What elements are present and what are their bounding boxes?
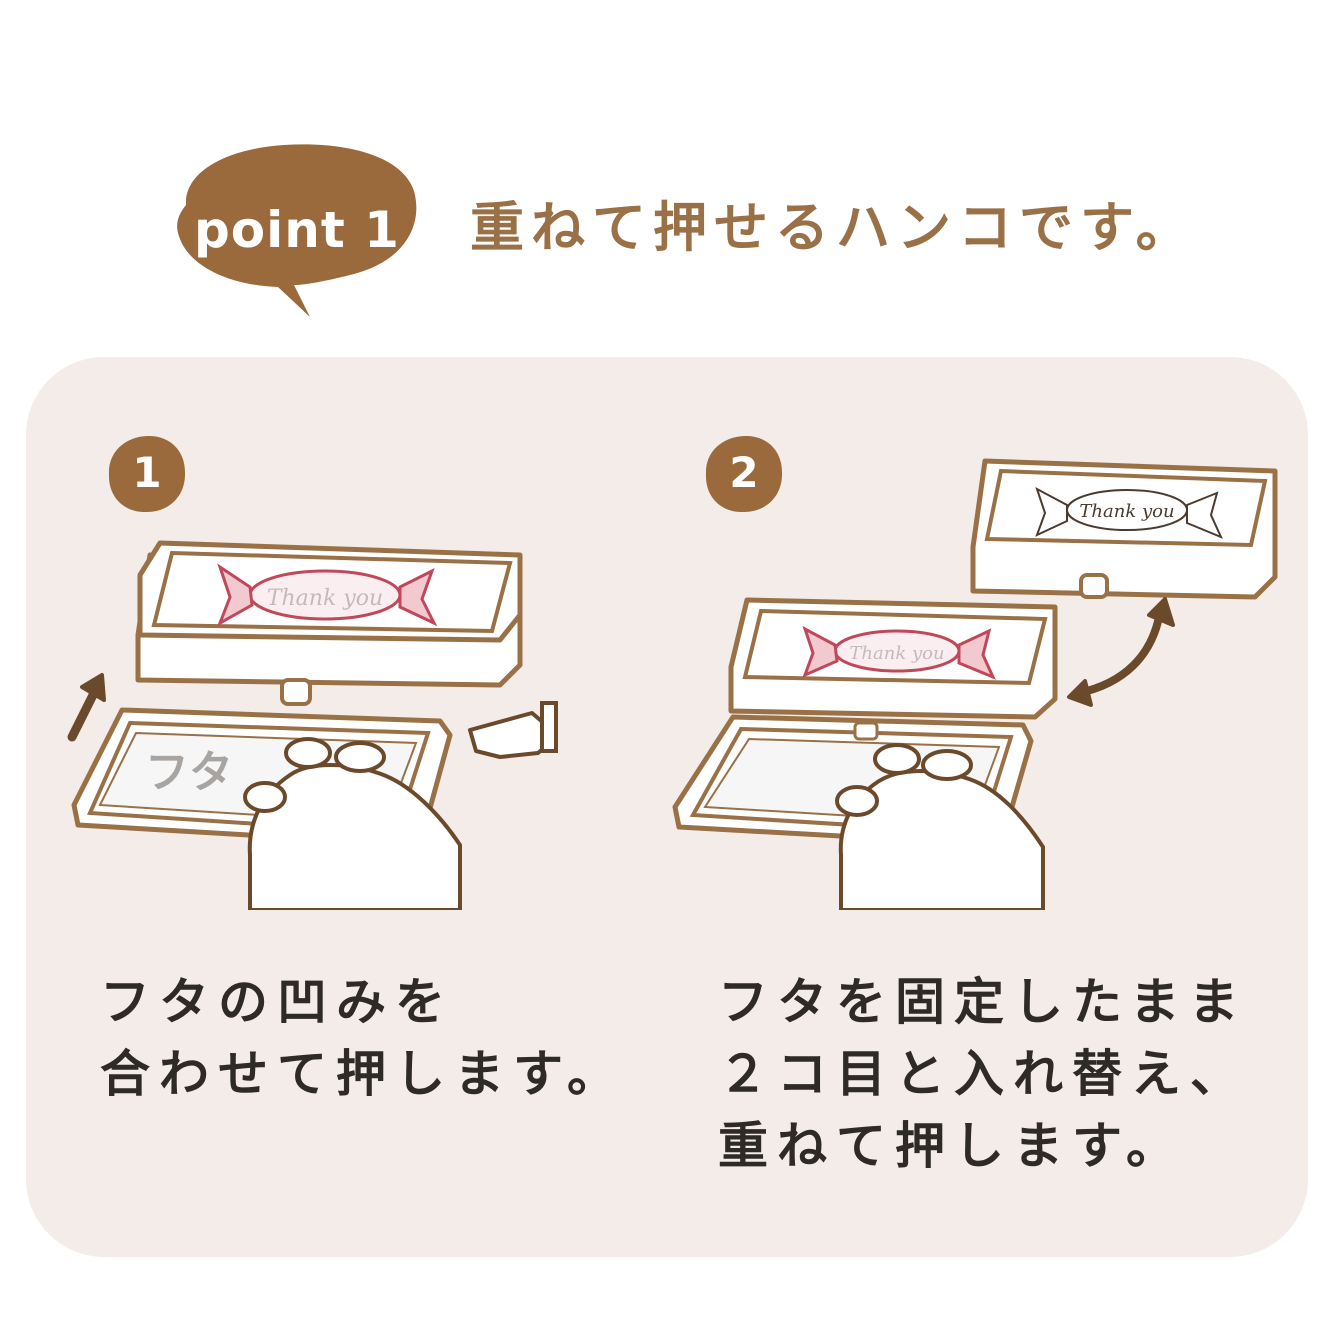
second-stamp: Thank you [970, 458, 1278, 600]
blob-icon [705, 435, 783, 513]
swap-arrow-icon [1067, 597, 1175, 707]
caption-line: 重ねて押します。 [718, 1117, 1185, 1175]
up-arrow-icon [67, 673, 106, 742]
step-1-illustration: Thank you フタ [67, 540, 558, 910]
pointing-finger-icon [468, 701, 558, 759]
step-2-badge: 2 [702, 432, 786, 516]
caption-line: ２コ目と入れ替え、 [718, 1045, 1249, 1103]
blob-icon [108, 435, 186, 513]
badge-label: point 1 [194, 201, 400, 259]
step-number: 1 [132, 448, 162, 497]
caption-line: フタの凹みを [100, 973, 454, 1031]
step-1-badge: 1 [105, 432, 189, 516]
stamp-text: Thank you [1079, 501, 1174, 522]
page-title: 重ねて押せるハンコです。 [470, 196, 1197, 259]
step-1-caption: フタの凹みを 合わせて押します。 [100, 966, 626, 1110]
candy-icon [802, 625, 996, 680]
caption-line: 合わせて押します。 [100, 1045, 626, 1103]
step-2-illustration: Thank you Thank you [672, 458, 1278, 910]
caption-line: フタを固定したまま [718, 973, 1248, 1031]
candy-icon [217, 563, 438, 627]
step-2-caption: フタを固定したまま ２コ目と入れ替え、 重ねて押します。 [718, 966, 1249, 1182]
step-number: 2 [729, 448, 759, 497]
pad-text: フタ [145, 747, 233, 798]
stamp-text: Thank you [267, 586, 383, 611]
speech-bubble-icon [177, 144, 417, 317]
point-badge: point 1 [166, 135, 428, 320]
stamp-text: Thank you [849, 643, 944, 664]
hand-icon [243, 737, 462, 910]
candy-icon [1035, 486, 1223, 539]
stamp-lid: Thank you [728, 597, 1058, 720]
hand-icon [835, 743, 1045, 910]
stamp-lid: Thank you [135, 540, 523, 706]
